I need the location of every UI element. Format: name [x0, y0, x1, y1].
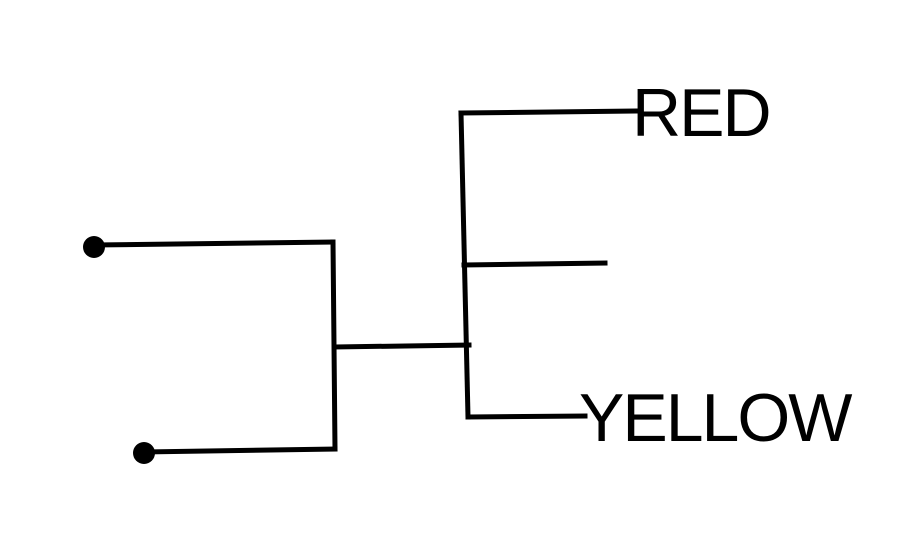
yellow-label: YELLOW: [579, 380, 852, 456]
bottom-branch: [465, 413, 588, 420]
trunk-connector: [332, 342, 472, 350]
lower-input-wire: [141, 446, 338, 455]
upper-input-wire: [91, 239, 336, 248]
top-branch: [458, 108, 639, 116]
middle-branch: [461, 260, 608, 268]
red-label: RED: [632, 75, 770, 151]
